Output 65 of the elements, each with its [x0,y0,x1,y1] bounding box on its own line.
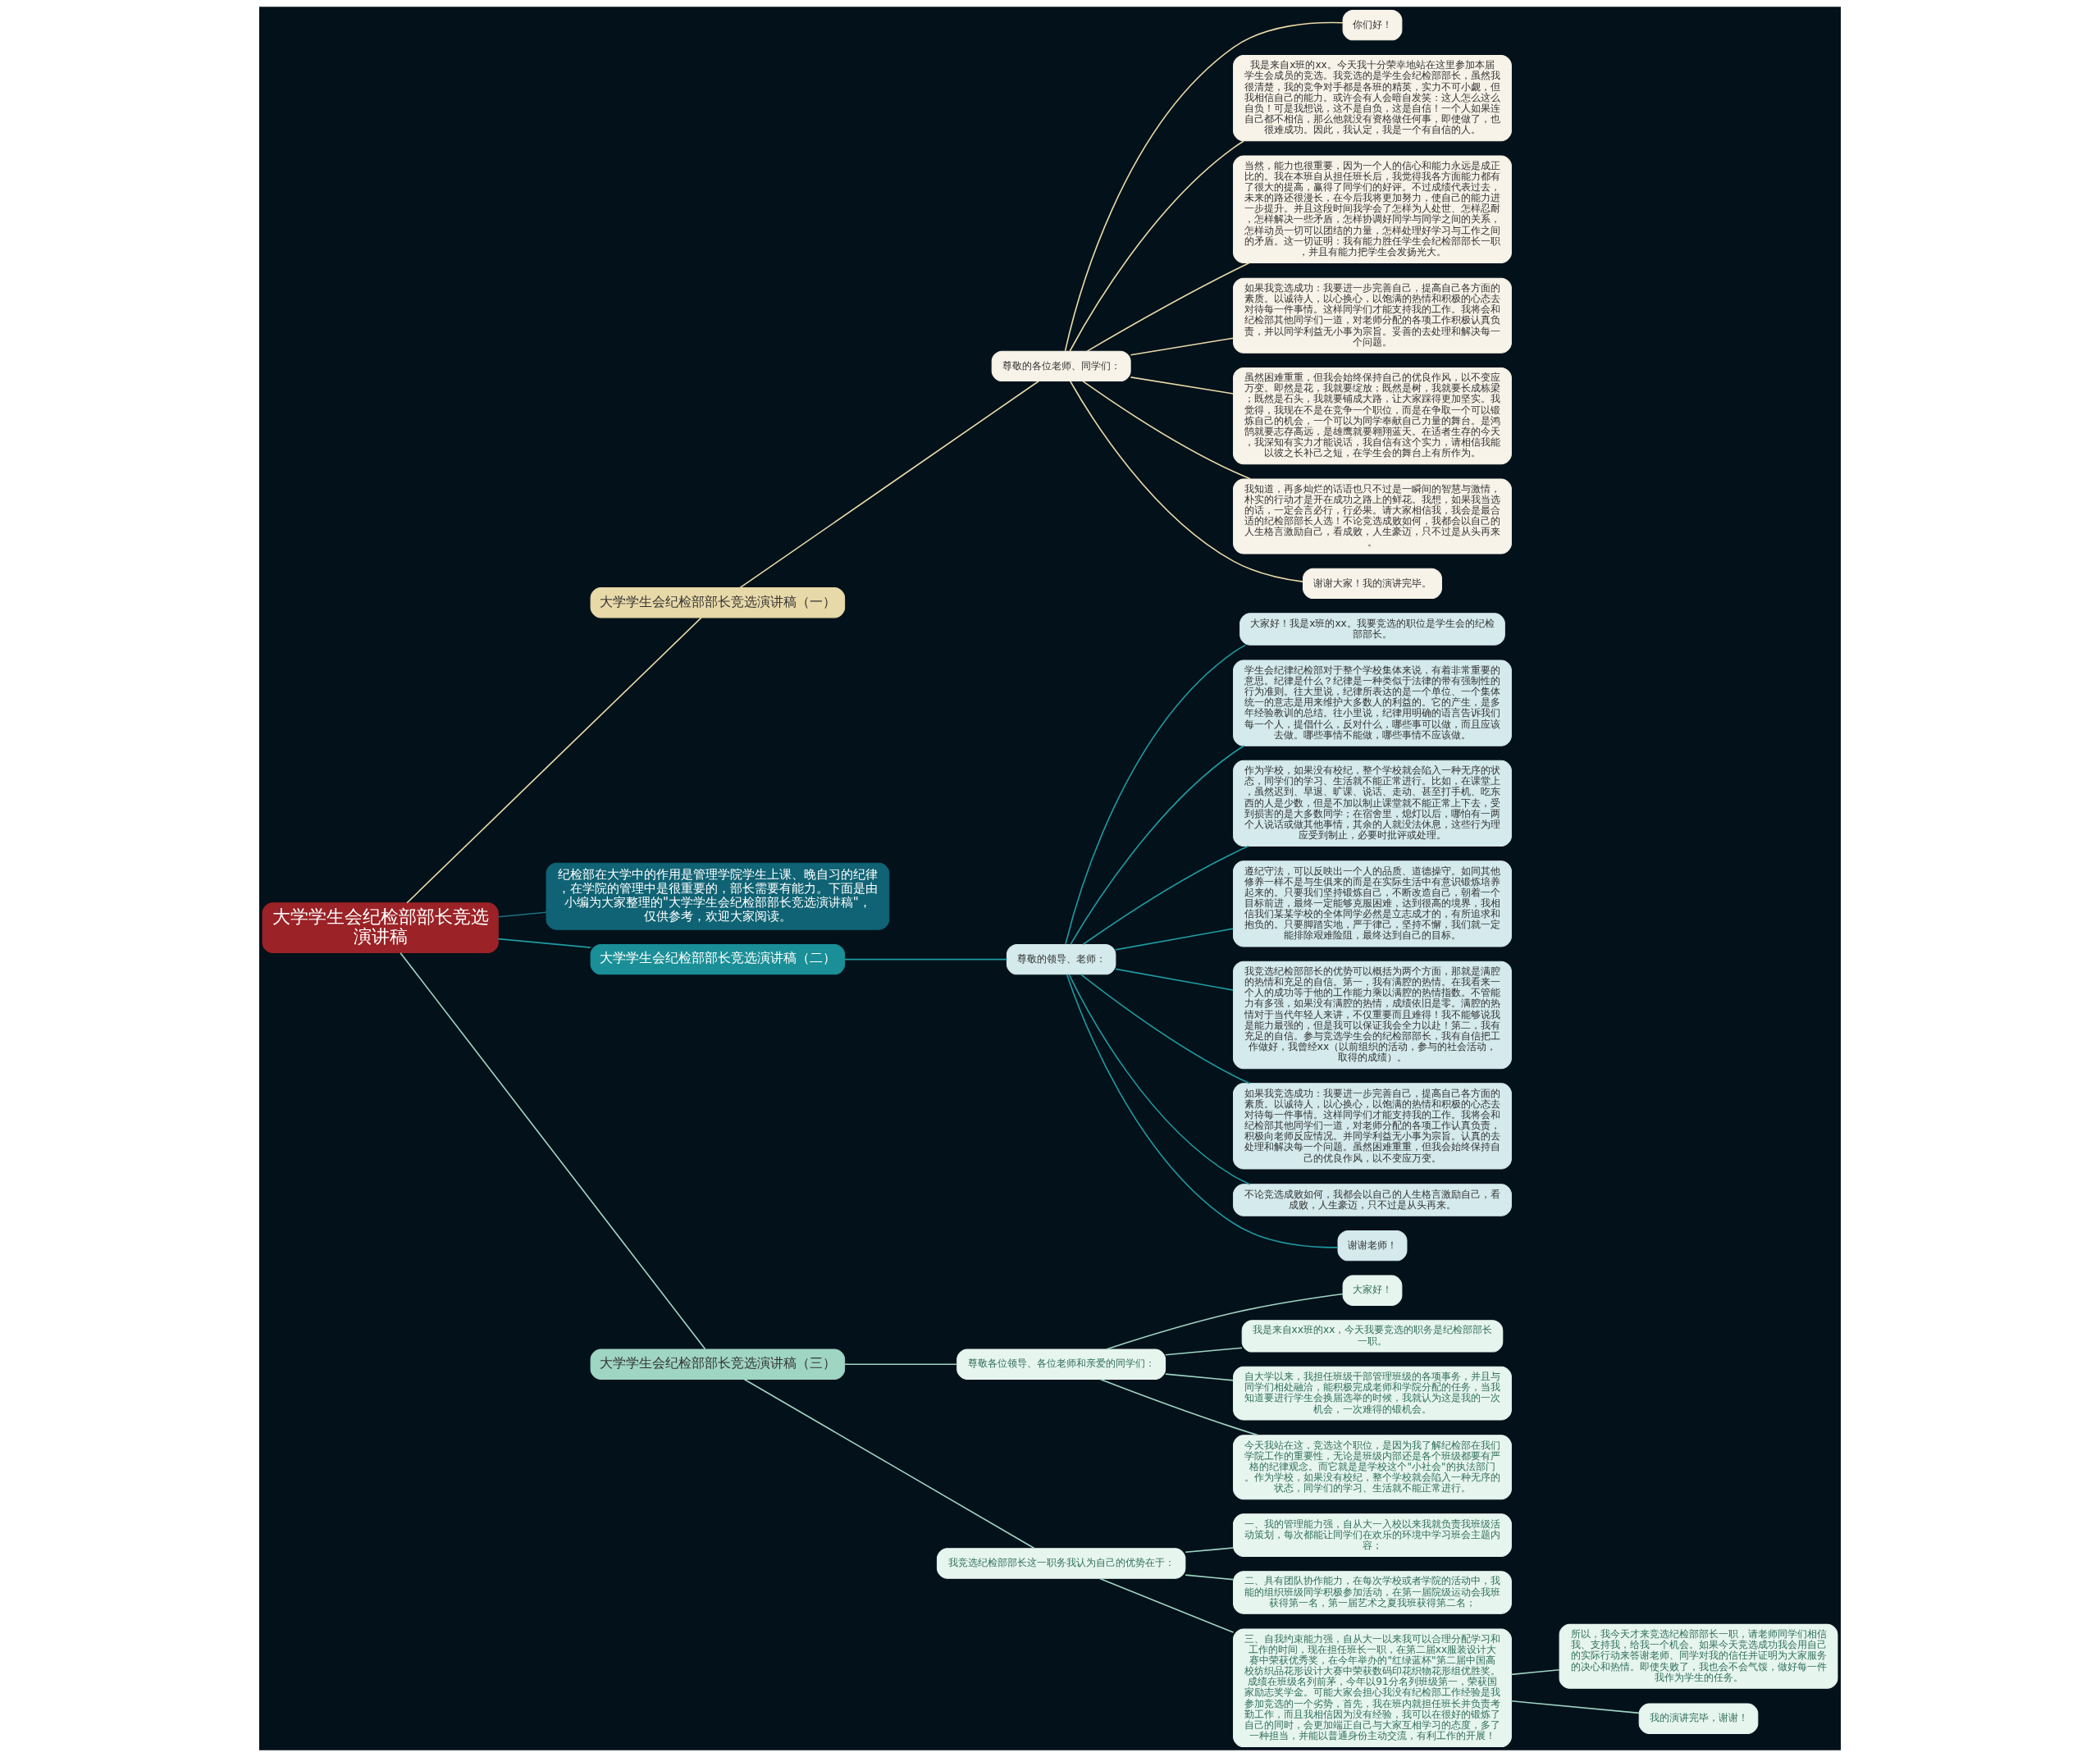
node-box: 尊敬的领导、老师： [1006,943,1116,975]
connector [399,952,706,1350]
connector [1065,644,1247,945]
connector [1185,1574,1235,1581]
connector [1069,140,1244,352]
node-box: 二、具有团队协作能力，在每次学校或者学院的活动中，我能的组织班级同学积极参加活动，在第一届院级运动会我班获得第一名，第一届艺术之夏我班获得第二名； [1233,1571,1512,1614]
node-box: 如果我竞选成功：我要进一步完善自己，提高自己各方面的素质。以诚待人，以心换心，以饱满的热情和积极的心态去对待每一件事情。这样同学们才能支持我的工作。我将会和纪检部其他同学们一道，对老师分配的各项工作认真负责，积极向老师反应情况。并同学利益无小事为宗旨。认真的去处理和解决每一个问题。虽然困难重重，但我会始终保持自己的优良作风，以不变应万变。 [1233,1083,1512,1170]
connector [844,1363,958,1366]
connector [1086,262,1250,352]
connector [1099,1378,1259,1436]
connector [497,911,547,918]
connector [1130,376,1235,395]
node-box: 学生会纪律纪检部对于整个学校集体来说，有着非常重要的意思。纪律是什么？纪律是一种类似于法律的带有强制性的行为准则。往大里说，纪律所表达的是一个单位、一个集体统一的意志是用来维护大多数人的利益的。它的产生，是多年经验教训的总结。往小里说，纪律用明确的语言告诉我们每一个人，提倡什么，反对什么，哪些事可以做，而且应该去做。哪些事情不能做，哪些事情不应该做。 [1233,659,1512,746]
node-box: 我的演讲完毕，谢谢！ [1638,1703,1759,1734]
connector [1080,974,1251,1084]
node-box: 当然，能力也很重要，因为一个人的信心和能力永远是成正比的。我在本班自从担任班长后，我觉得我各方面能力都有了很大的提高，赢得了同学们的好评。不过成绩代表过去，未来的路还很漫长，在今后我将更加努力，使自己的能力进一步提升。并且这段时间我学会了怎样为人处世、怎样忍耐，怎样解决一些矛盾，怎样协调好同学与同学之间的关系，怎样动员一切可以团结的力量，怎样处理好学习与工作之间的矛盾。这一切证明：我有能力胜任学生会纪检部部长一职，并且有能力把学生会发扬光大。 [1233,155,1512,263]
connector [743,1378,1036,1549]
node-box: 作为学校，如果没有校纪，整个学校就会陷入一种无序的状态，同学们的学习、生活就不能正常进行。比如，在课堂上，虽然迟到、早退、旷课、说话、走动、甚至打手机、吃东西的人是少数，但是不加以制止课堂就不能正常上下去，受到损害的是大多数同学；在宿舍里，熄灯以后，哪怕有一两个人说话或做其他事情，其余的人就没法休息，这些行为理应受到制止，必要时批评或处理。 [1233,760,1512,847]
connector [1165,1347,1243,1356]
node-box: 谢谢大家！我的演讲完毕。 [1303,568,1442,600]
connector [1070,745,1245,946]
node-box: 自大学以来，我担任班级干部管理班级的各项事务，并且与同学们相处融洽，能积极完成老师和学院分配的任务，当我知道要进行学生会换届选举的时候，我就认为这是我的一次机会，一次难得的锻机会。 [1233,1366,1512,1421]
connector [1115,968,1235,991]
connector [1068,974,1251,1185]
node-box: 如果我竞选成功：我要进一步完善自己，提高自己各方面的素质。以诚待人，以心换心，以饱满的热情和积极的心态去对待每一件事情。这样同学们才能支持我的工作。我将会和纪检部其他同学们一道，对老师分配的各项工作积极认真负责，并以同学利益无小事为宗旨。妥善的去处理和解决每一个问题。 [1233,277,1512,354]
connector [1082,380,1252,480]
node-box: 所以，我今天才来竞选纪检部部长一职，请老师同学们相信我、支持我，给我一个机会。如果今天竞选成功我会用自己的实际行动来答谢老师、同学对我的信任并证明为大家服务的决心和热情。即使失败了，我也会不会气馁，做好每一件我作为学生的任务。 [1559,1623,1838,1689]
connector [1064,21,1344,352]
node-box: 三、自我约束能力强，自从大一以来我可以合理分配学习和工作的时间，现在担任班长一职，在第二届xx服装设计大赛中荣获优秀奖，在今年举办的"红绿蓝杯"第二届中国高校纺织品花形设计大赛中荣获数码印花织物花形组优胜奖。成绩在班级名列前茅，今年以91分名列班级第一，荣获国家励志奖学金。可能大家会担心我没有纪检部工作经验是我参加竞选的一个劣势，首先，我在班内就担任班长并负责考勤工作，而且我相信因为没有经验，我可以在很好的锻炼了自己的同时，会更加端正自己与大家互相学习的态度，多了一种担当，并能以普通身份主动交流，有利工作的开展！ [1233,1628,1512,1748]
node-box: 大学学生会纪检部部长竞选演讲稿 [262,902,499,954]
node-box: 遵纪守法，可以反映出一个人的品质、道德操守。如同其他修养一样不是与生俱来的而是在实际生活中有意识锻炼培养起来的。只要我们坚持锻炼自己，不断改造自己，朝着一个目标前进，最终一定能够克服困难，达到很高的境界，我相信我们某某学校的全体同学必然是立志成才的，有所追求和抱负的。只要脚踏实地，严于律己，坚持不懈，我们就一定能排除艰难险阻，最终达到自己的目标。 [1233,860,1512,947]
connector [739,380,1039,589]
node-box: 一、我的管理能力强，自从大一入校以来我就负责我班级活动策划，每次都能让同学们在欢乐的环境中学习班会主题内容； [1233,1513,1512,1557]
connector [1185,1547,1235,1554]
node-box: 大家好！ [1342,1275,1403,1306]
connector [1098,1577,1235,1633]
node-box: 尊敬各位领导、各位老师和亲爱的同学们： [956,1349,1166,1380]
connector [1105,1293,1344,1350]
node-box: 纪检部在大学中的作用是管理学院学生上课、晚自习的纪律，在学院的管理中是很重要的，部长需要有能力。下面是由小编为大家整理的"大学学生会纪检部部长竞选演讲稿"，仅供参考，欢迎大家阅读。 [546,862,890,930]
connector [844,958,1008,961]
node-box: 大学学生会纪检部部长竞选演讲稿（二） [590,943,846,975]
connector [1069,380,1303,582]
connector [497,938,591,948]
connector [1165,1373,1235,1381]
connector [1510,1700,1640,1714]
node-box: 我竞选纪检部部长的优势可以概括为两个方面，那就是满腔的热情和充足的自信。第一，我有满腔的热情。在我看来一个人的成功等于他的工作能力乘以满腔的热情指数。不管能力有多强，如果没有满腔的热情，成绩依旧是零。满腔的热情对于当代年轻人来讲，不仅重要而且难得！我不能够说我是能力最强的，但是我可以保证我会全力以赴！第二，我有充足的自信。参与竞选学生会的纪检部部长，我有自信把工作做好，我曾经xx（以前组织的活动，参与的社会活动，取得的成绩）。 [1233,961,1512,1070]
connector [1066,974,1339,1248]
node-box: 虽然困难重重，但我会始终保持自己的优良作风，以不变应万变。即然是花，我就要绽放；既然是树，我就要长成栋梁；既然是石头，我就要铺成大路，让大家踩得更加坚实。我觉得，我现在不是在竞争一个职位，而是在争取一个可以锻炼自己的机会，一个可以为同学奉献自己力量的舞台。是鸿鹄就要志存高远，是雄鹰就要翱翔蓝天。在适者生存的今天，我深知有实力才能说话，我自信有这个实力，请相信我能以彼之长补己之短，在学生会的舞台上有所作为。 [1233,367,1512,465]
node-box: 我是来自x班的xx。今天我十分荣幸地站在这里参加本届学生会成员的竞选。我竞选的是学生会纪检部部长，虽然我很清楚，我的竞争对手都是各班的精英，实力不可小觑，但我相信自己的能力。或许会有人会暗自发笑：这人怎么这么自负！可是我想说，这不是自负，这是自信！一个人如果连自己都不相信，那么他就没有资格做任何事，即使做了，也很难成功。因此，我认定，我是一个有自信的人。 [1233,55,1512,142]
connector [406,617,702,904]
connector [1510,1668,1560,1676]
node-box: 大家好！我是x班的xx。我要竞选的职位是学生会的纪检部部长。 [1239,613,1505,646]
connector [1082,845,1249,946]
node-box: 谢谢老师！ [1337,1230,1408,1262]
node-box: 我是来自xx班的xx，今天我要竞选的职务是纪检部部长一职。 [1241,1320,1504,1353]
node-box: 不论竞选成败如何，我都会以自己的人生格言激励自己，看成败，人生豪迈，只不过是从头再来。 [1233,1184,1512,1216]
node-box: 大学学生会纪检部部长竞选演讲稿（一） [590,586,846,618]
node-box: 今天我站在这，竞选这个职位，是因为我了解纪检部在我们学院工作的重要性，无论是班级内部还是各个班级都要有严格的纪律观念。而它就是是学校这个"小社会"的执法部门。作为学校，如果没有校纪，整个学校就会陷入一种无序的状态，同学们的学习、生活就不能正常进行。 [1233,1435,1512,1500]
node-box: 大学学生会纪检部部长竞选演讲稿（三） [590,1349,846,1380]
node-box: 尊敬的各位老师、同学们： [991,350,1131,382]
connector [1130,337,1235,356]
connector [1115,928,1235,951]
node-box: 我知道，再多灿烂的话语也只不过是一瞬间的智慧与激情，朴实的行动才是开在成功之路上的鲜花。我想，如果我当选的话，一定会言必行，行必果。请大家相信我，我会是最合适的纪检部部长人选！不论竞选成败如何，我都会以自己的人生格言激励自己，看成败，人生豪迈，只不过是从头再来。 [1233,478,1512,554]
node-box: 我竞选纪检部部长这一职务我认为自己的优势在于： [936,1548,1186,1579]
node-box: 你们好！ [1342,9,1403,41]
